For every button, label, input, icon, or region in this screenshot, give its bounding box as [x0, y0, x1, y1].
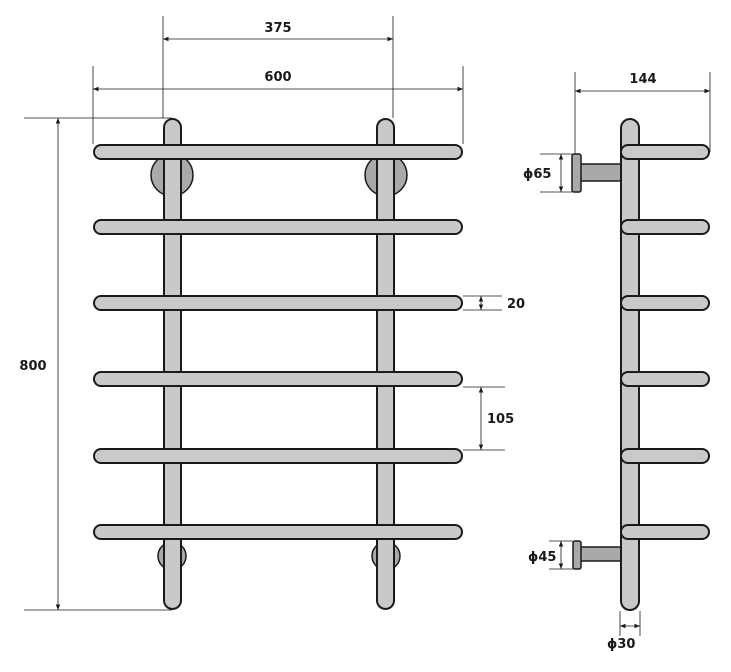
dimension-pipe-diameter: ϕ30	[607, 611, 641, 652]
rail-3	[95, 297, 461, 309]
side-rail-4	[622, 373, 708, 385]
front-view: 375 600 800 20 105	[19, 16, 525, 611]
dim-rail-spacing-label: 105	[487, 412, 514, 427]
side-top-mount	[571, 153, 623, 193]
dimension-rail-diameter: 20	[463, 295, 525, 312]
dim-top-mount-label: ϕ65	[523, 167, 551, 182]
side-rail-1	[622, 146, 708, 158]
dimension-height: 800	[19, 117, 172, 611]
vertical-pipe-left	[165, 120, 180, 608]
side-rail-2	[622, 221, 708, 233]
side-rail-3	[622, 297, 708, 309]
dim-overall-width-label: 600	[264, 70, 291, 85]
dimension-rail-spacing: 105	[463, 386, 514, 451]
dimension-overall-width: 600	[92, 66, 464, 144]
dim-height-label: 800	[19, 359, 46, 374]
dimension-center-spacing: 375	[162, 16, 394, 118]
top-mount-plate	[571, 153, 582, 193]
side-rail-6	[622, 526, 708, 538]
side-view: 144 ϕ65 ϕ45 ϕ30	[523, 72, 711, 652]
dimension-depth: 144	[574, 72, 711, 154]
side-bottom-mount	[572, 540, 623, 570]
dim-depth-label: 144	[629, 72, 656, 87]
rail-5	[95, 450, 461, 462]
dimension-top-mount: ϕ65	[523, 153, 572, 193]
side-vertical-pipe	[622, 120, 638, 609]
side-rails	[620, 144, 710, 540]
front-vertical-pipes	[163, 118, 395, 610]
vertical-pipe-right	[378, 120, 393, 608]
rail-2	[95, 221, 461, 233]
dimension-bottom-mount: ϕ45	[528, 540, 573, 570]
dim-rail-diameter-label: 20	[507, 297, 525, 312]
bottom-mount-arm	[579, 546, 623, 562]
rail-6	[95, 526, 461, 538]
dim-center-spacing-label: 375	[264, 21, 291, 36]
dim-bottom-mount-label: ϕ45	[528, 550, 556, 565]
front-horizontal-rails	[93, 144, 463, 540]
side-rail-5	[622, 450, 708, 462]
bottom-mount-plate	[572, 540, 582, 570]
rail-4	[95, 373, 461, 385]
front-wall-mounts	[150, 153, 408, 571]
top-mount-arm	[579, 163, 623, 182]
rail-1	[95, 146, 461, 158]
dim-pipe-diameter-label: ϕ30	[607, 637, 635, 652]
